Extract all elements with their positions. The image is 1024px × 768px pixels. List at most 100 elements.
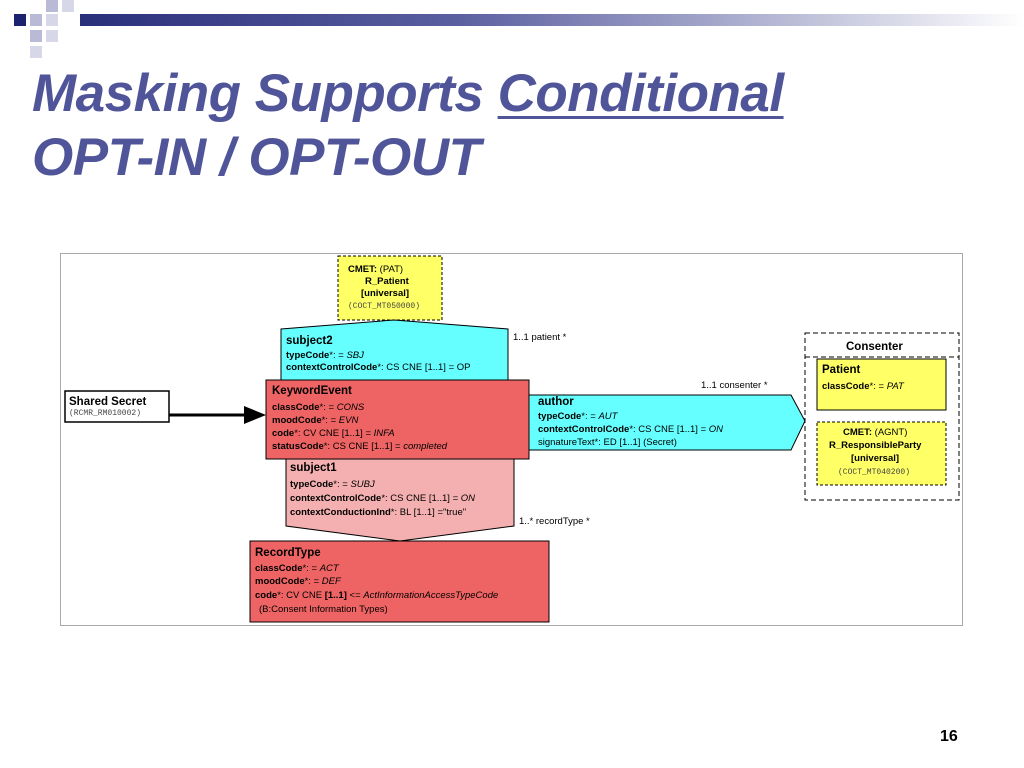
patient-class-attr-rest: *: = xyxy=(869,381,887,392)
corner-square-light-6 xyxy=(46,30,58,42)
record-type-association-label: 1..* recordType * xyxy=(519,516,590,527)
cmet-agnt-line2: R_ResponsibleParty xyxy=(829,440,922,451)
subject1-attr2-name: contextControlCode xyxy=(290,493,382,504)
keyword-event-attr1-name: classCode xyxy=(272,402,320,413)
record-type-attr1-val: ACT xyxy=(319,563,339,574)
patient-class-attr: classCode*: = PAT xyxy=(822,381,904,393)
diagram-shapes xyxy=(64,255,960,623)
corner-square-light-2 xyxy=(46,0,58,12)
rmim-diagram: CMET: (PAT) R_Patient [universal] (COCT_… xyxy=(60,253,963,626)
subject1-attr3-name: contextConductionInd xyxy=(290,507,391,518)
page-number: 16 xyxy=(940,728,958,745)
keyword-event-attr3: code*: CV CNE [1..1] = INFA xyxy=(272,428,395,440)
title-underlined-word: Conditional xyxy=(497,64,784,123)
subject2-attr1: typeCode*: = SBJ xyxy=(286,350,364,362)
record-type-attr3-rest2: <= xyxy=(346,590,364,601)
keyword-event-attr2: moodCode*: = EVN xyxy=(272,415,358,427)
cmet-pat-line1: CMET: (PAT) xyxy=(348,264,403,276)
subject2-attr1-name: typeCode xyxy=(286,350,330,361)
cmet-patient-box xyxy=(337,255,443,321)
author-attr3: signatureText*: ED [1..1] (Secret) xyxy=(538,437,677,448)
cmet-pat-label: CMET: xyxy=(348,264,378,275)
author-attr2-val: ON xyxy=(708,424,724,435)
cmet-pat-line2: R_Patient xyxy=(365,276,409,287)
record-type-attr3-val: ActInformationAccessTypeCode xyxy=(363,590,499,601)
author-attr1-val: AUT xyxy=(598,411,618,422)
keyword-event-attr2-name: moodCode xyxy=(272,415,322,426)
author-attr2-rest: *: CS CNE [1..1] = xyxy=(629,424,709,435)
subject2-attr2-name: contextControlCode xyxy=(286,362,378,373)
subject2-attr2: contextControlCode*: CS CNE [1..1] = OP xyxy=(286,362,471,374)
title-line2: OPT-IN / OPT-OUT xyxy=(32,128,481,187)
shared-secret-name: Shared Secret xyxy=(69,396,147,408)
record-type-attr1-rest: *: = xyxy=(302,563,320,574)
subject2-attr1-val: SBJ xyxy=(346,350,364,361)
record-type-name: RecordType xyxy=(255,547,321,559)
subject1-attr1-rest: *: = xyxy=(333,479,351,490)
keyword-event-attr2-val: EVN xyxy=(338,415,359,426)
subject2-attr1-rest: *: = xyxy=(329,350,347,361)
cmet-pat-line3: [universal] xyxy=(361,288,410,299)
keyword-event-attr3-val: INFA xyxy=(373,428,395,439)
header-gradient-bar xyxy=(80,14,1024,26)
patient-class-attr-val: PAT xyxy=(886,381,904,392)
corner-square-light-7 xyxy=(30,46,42,58)
corner-square-light-3 xyxy=(46,14,58,26)
subject2-name: subject2 xyxy=(286,335,333,347)
patient-class-box xyxy=(816,358,947,411)
keyword-event-attr2-rest: *: = xyxy=(321,415,339,426)
author-attr2: contextControlCode*: CS CNE [1..1] = ON xyxy=(538,424,723,436)
keyword-event-attr3-rest: *: CV CNE [1..1] = xyxy=(294,428,374,439)
subject2-attr2-rest: *: CS CNE [1..1] = OP xyxy=(377,362,471,373)
subject1-attr1-val: SUBJ xyxy=(350,479,375,490)
subject1-name: subject1 xyxy=(290,462,337,474)
keyword-event-attr4-rest: *: CS CNE [1..1] = xyxy=(323,441,404,452)
record-type-attr3-rest: *: CV CNE xyxy=(277,590,325,601)
keyword-event-box xyxy=(265,379,530,460)
subject1-attr2-val: ON xyxy=(460,493,476,504)
keyword-event-attr4-name: statusCode xyxy=(272,441,324,452)
author-attr1-rest: *: = xyxy=(581,411,599,422)
record-type-attr3-name: code xyxy=(255,590,278,601)
subject1-attr3: contextConductionInd*: BL [1..1] ="true" xyxy=(290,507,466,519)
patient-class-name: Patient xyxy=(822,364,861,376)
subject2-shape xyxy=(280,319,509,381)
author-name: author xyxy=(538,396,574,408)
record-type-box xyxy=(249,540,550,623)
author-attr1-name: typeCode xyxy=(538,411,582,422)
record-type-attr3-mult: [1..1] xyxy=(324,590,347,601)
cmet-pat-line4: (COCT_MT050000) xyxy=(348,302,421,311)
keyword-event-attr1: classCode*: = CONS xyxy=(272,402,364,414)
keyword-event-attr1-rest: *: = xyxy=(319,402,337,413)
author-attr1: typeCode*: = AUT xyxy=(538,411,617,423)
shared-secret-id: (RCMR_RM010002) xyxy=(69,409,142,418)
record-type-attr3: code*: CV CNE [1..1] <= ActInformationAc… xyxy=(255,590,498,602)
subject1-attr2: contextControlCode*: CS CNE [1..1] = ON xyxy=(290,493,475,505)
cmet-agnt-line1: CMET: (AGNT) xyxy=(843,427,907,439)
consenter-label: Consenter xyxy=(846,341,903,353)
corner-square-light-4 xyxy=(62,0,74,12)
record-type-attr1-name: classCode xyxy=(255,563,303,574)
cmet-agnt-label: CMET: xyxy=(843,427,873,438)
corner-square-dark-1 xyxy=(14,14,26,26)
author-attr2-name: contextControlCode xyxy=(538,424,630,435)
cmet-agnt-code: (AGNT) xyxy=(872,427,908,438)
subject1-attr2-rest: *: CS CNE [1..1] = xyxy=(381,493,461,504)
corner-square-light-5 xyxy=(30,30,42,42)
record-type-attr4: (B:Consent Information Types) xyxy=(259,604,388,615)
keyword-event-attr4: statusCode*: CS CNE [1..1] = completed xyxy=(272,441,447,453)
keyword-event-name: KeywordEvent xyxy=(272,385,352,397)
title-part1: Masking Supports xyxy=(32,64,498,123)
keyword-event-attr1-val: CONS xyxy=(336,402,365,413)
consenter-association-label: 1..1 consenter * xyxy=(701,380,768,391)
record-type-attr1: classCode*: = ACT xyxy=(255,563,339,575)
keyword-event-attr3-name: code xyxy=(272,428,295,439)
cmet-agnt-line3: [universal] xyxy=(851,453,900,464)
record-type-attr2: moodCode*: = DEF xyxy=(255,576,341,588)
shared-secret-arrow-head xyxy=(244,406,266,424)
record-type-attr2-val: DEF xyxy=(321,576,341,587)
patient-class-attr-name: classCode xyxy=(822,381,870,392)
cmet-pat-code: (PAT) xyxy=(377,264,404,275)
patient-association-label: 1..1 patient * xyxy=(513,332,567,343)
